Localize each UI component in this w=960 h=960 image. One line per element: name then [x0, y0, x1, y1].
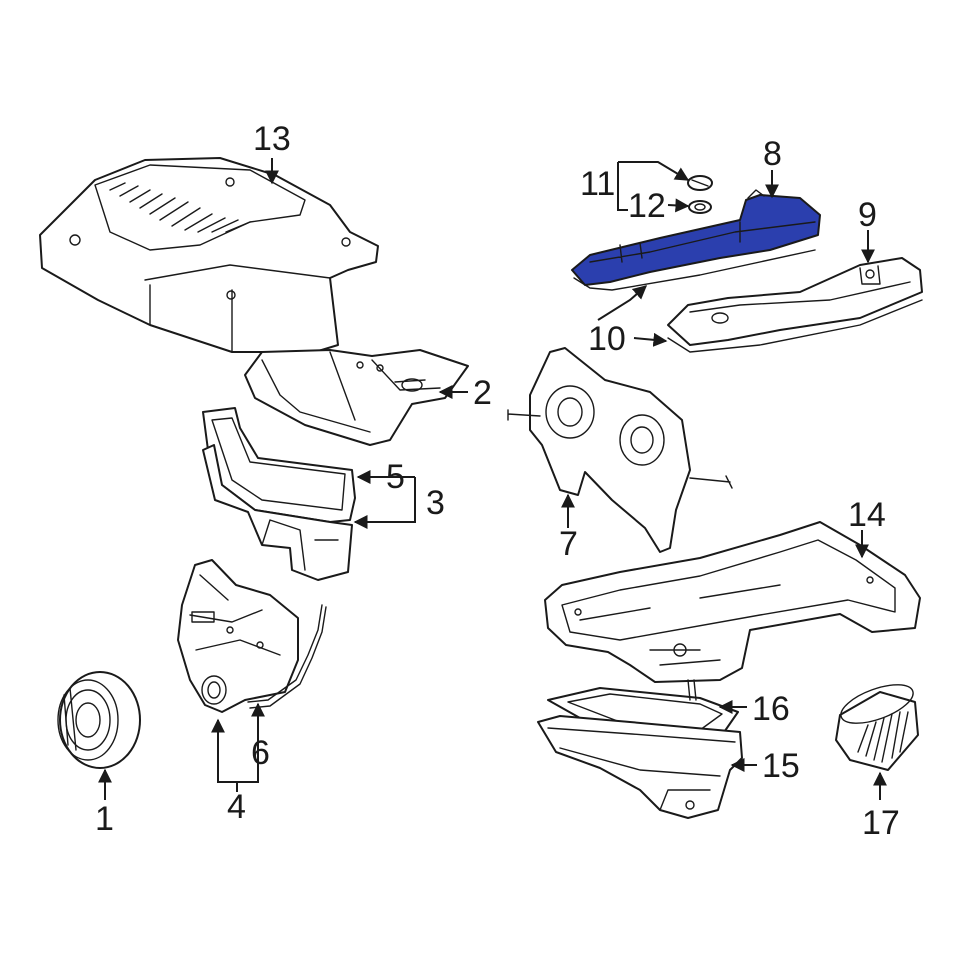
upper-oil-pan-part: [544, 521, 921, 683]
timing-gasket-part: [247, 604, 327, 709]
callout-3: 3: [426, 484, 445, 522]
callout-13: 13: [253, 120, 291, 158]
valve-cover-highlighted-part: [571, 189, 821, 286]
oil-cap-gasket-part: [688, 200, 712, 214]
callout-8: 8: [763, 135, 782, 173]
engine-cover-part: [39, 157, 379, 353]
leader-lines: [98, 158, 887, 800]
callout-9: 9: [858, 196, 877, 234]
valve-cover-gasket-part: [573, 249, 923, 353]
callout-11: 11: [580, 165, 615, 203]
callout-1: 1: [95, 800, 114, 838]
callout-5: 5: [386, 458, 405, 496]
callout-6: 6: [251, 734, 270, 772]
callout-15: 15: [762, 747, 800, 785]
callout-16: 16: [752, 690, 790, 728]
oil-cap-part: [687, 175, 713, 191]
oil-filter-part: [835, 684, 919, 771]
callout-12: 12: [628, 187, 666, 225]
callout-14: 14: [848, 496, 886, 534]
timing-plate-part: [507, 347, 733, 553]
lower-oil-pan-part: [537, 715, 743, 819]
callout-17: 17: [862, 804, 900, 842]
callout-4: 4: [227, 788, 246, 826]
callout-7: 7: [559, 525, 578, 563]
callout-labels: 13 2 5 3 7 8 11 12 9 10 14 16 15 17 1 4 …: [95, 120, 900, 842]
valve-cover-part: [667, 257, 923, 346]
intake-cover-part: [244, 349, 469, 446]
lower-cover-part: [202, 444, 353, 581]
timing-cover-part: [177, 559, 299, 713]
callout-2: 2: [473, 374, 492, 412]
crank-pulley-part: [57, 671, 141, 769]
callout-10: 10: [588, 320, 626, 358]
